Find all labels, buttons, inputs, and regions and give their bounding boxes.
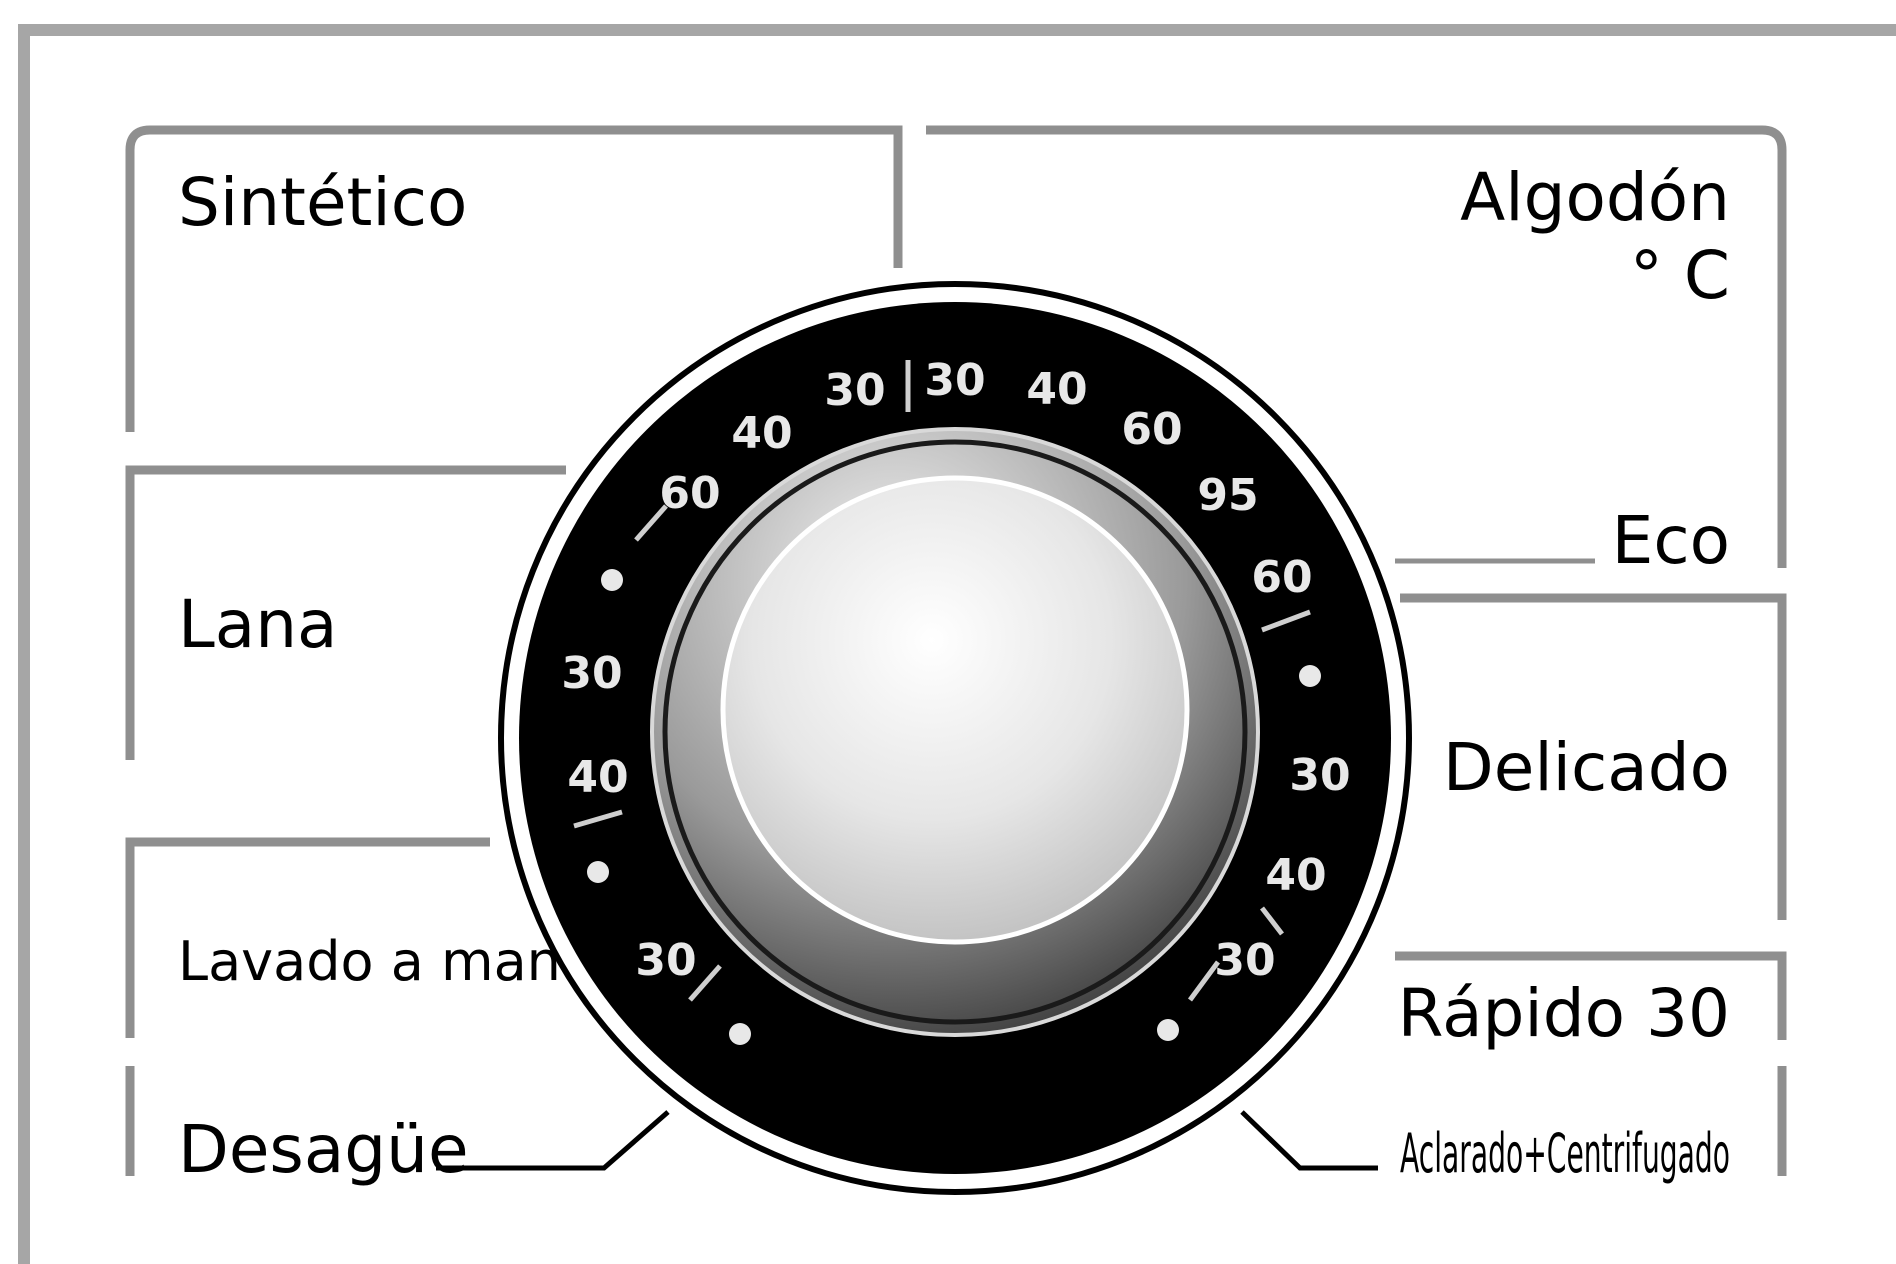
cold-dot <box>729 1023 751 1045</box>
section-brackets <box>125 125 1787 1176</box>
temp-mark: 30 <box>635 935 696 986</box>
temp-mark: 30 <box>561 648 622 699</box>
program-label-lavado-a-mano: Lavado a mano <box>178 930 594 993</box>
cold-dot <box>1157 1019 1179 1041</box>
temp-divider <box>688 964 722 1002</box>
knob-inner-ring <box>662 439 1248 1025</box>
temp-divider <box>1187 960 1221 1002</box>
cold-dot <box>1299 665 1321 687</box>
program-label-desague: Desagüe <box>178 1111 469 1188</box>
temp-mark: 40 <box>1265 850 1326 901</box>
program-label-lana: Lana <box>178 586 338 663</box>
program-selector-dial[interactable]: 30 30 40 60 95 60 30 40 30 30 40 30 60 <box>498 281 1412 1195</box>
temp-divider <box>1261 609 1311 633</box>
temp-mark: 60 <box>1121 404 1182 455</box>
temp-mark: 30 <box>924 355 985 406</box>
cold-dot <box>587 861 609 883</box>
cold-dot <box>601 569 623 591</box>
temp-divider <box>1260 906 1284 936</box>
outer-frame <box>18 24 1896 1264</box>
temp-mark: 30 <box>1214 935 1275 986</box>
temp-mark: 40 <box>1026 364 1087 415</box>
temp-mark: 40 <box>731 408 792 459</box>
program-label-eco: Eco <box>1612 502 1730 579</box>
knob-face[interactable] <box>720 475 1190 945</box>
temperature-unit-label: ° C <box>1630 237 1730 314</box>
temp-mark: 60 <box>659 468 720 519</box>
program-label-algodon: Algodón <box>1460 159 1730 236</box>
temp-mark: 40 <box>567 752 628 803</box>
temp-divider <box>634 504 668 542</box>
temp-mark: 60 <box>1251 552 1312 603</box>
program-label-delicado: Delicado <box>1443 729 1730 806</box>
temp-mark: 30 <box>1289 750 1350 801</box>
program-label-sintetico: Sintético <box>178 164 467 241</box>
temperature-marks: 30 30 40 60 95 60 30 40 30 30 40 30 60 <box>561 355 1351 1045</box>
program-label-rapido-30: Rápido 30 <box>1398 975 1730 1052</box>
temp-mark: 30 <box>824 365 885 416</box>
temp-mark: 95 <box>1197 470 1258 521</box>
temp-divider <box>573 809 623 829</box>
program-label-aclarado-centrifugado: Aclarado+Centrifugado <box>1400 1122 1730 1185</box>
